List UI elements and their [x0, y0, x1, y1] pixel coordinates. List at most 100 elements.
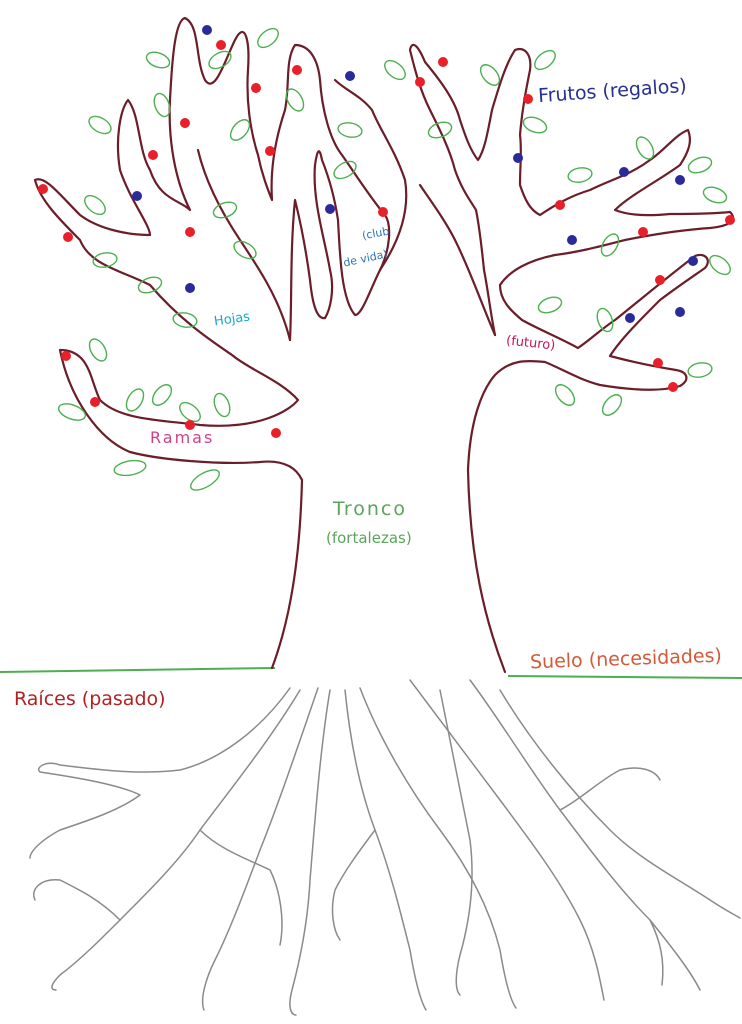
leaf: [88, 338, 108, 362]
label-tronco: Tronco: [333, 498, 407, 520]
root: [199, 829, 283, 946]
leaf: [709, 254, 731, 276]
root: [359, 687, 517, 1009]
leaf: [479, 64, 501, 86]
fruit-blue: [675, 307, 685, 317]
leaf: [567, 167, 593, 183]
leaf: [212, 201, 238, 219]
leaf: [233, 240, 257, 260]
root: [29, 687, 291, 859]
ground-line-right: [507, 675, 742, 679]
fruit-red: [251, 83, 261, 93]
label-ramas: Ramas: [150, 428, 215, 447]
leaf: [687, 156, 713, 174]
leaf: [687, 362, 713, 378]
leaf: [537, 296, 563, 314]
leaf: [384, 59, 406, 81]
fruit-red: [38, 184, 48, 194]
fruit-red: [668, 382, 678, 392]
fruit-red: [180, 118, 190, 128]
root: [469, 679, 701, 991]
fruit-red: [523, 94, 533, 104]
root: [51, 689, 301, 991]
branch-inner-2: [333, 78, 408, 272]
leaf: [113, 459, 147, 477]
leaf: [88, 115, 112, 135]
root: [559, 767, 661, 811]
leaf: [208, 50, 232, 70]
leaf: [57, 403, 87, 421]
root: [649, 919, 664, 986]
fruit-red: [63, 232, 73, 242]
leaf: [601, 394, 623, 416]
leaf: [145, 51, 171, 69]
fruit-red: [638, 227, 648, 237]
root: [33, 879, 121, 921]
trunk-right: [408, 43, 735, 674]
fruit-red: [90, 397, 100, 407]
leaf: [229, 119, 251, 141]
ground: [0, 667, 742, 679]
leaf: [179, 401, 201, 423]
roots: [29, 679, 741, 1016]
fruit-blue: [619, 167, 629, 177]
fruit-red: [653, 358, 663, 368]
root: [201, 687, 319, 1011]
leaf: [285, 88, 305, 112]
leaf: [635, 136, 655, 160]
leaf: [151, 384, 173, 406]
fruit-blue: [513, 153, 523, 163]
leaf: [190, 469, 220, 491]
ground-line-left: [0, 667, 276, 673]
fruit-red: [216, 40, 226, 50]
leaf: [702, 186, 728, 204]
fruit-red: [438, 57, 448, 67]
leaf: [600, 233, 620, 257]
leaf: [213, 392, 231, 418]
branch-inner-3: [418, 183, 497, 337]
leaf: [554, 384, 576, 406]
fruit-red: [185, 420, 195, 430]
fruit-blue: [132, 191, 142, 201]
fruit-blue: [202, 25, 212, 35]
root: [409, 679, 605, 1001]
root: [439, 689, 473, 996]
leaf: [84, 194, 106, 216]
leaf: [257, 27, 279, 49]
leaves: [57, 27, 731, 491]
fruits: [38, 25, 735, 438]
leaf: [153, 92, 171, 118]
label-fortalezas: (fortalezas): [326, 529, 412, 547]
leaf: [172, 312, 198, 328]
leaf: [534, 49, 556, 71]
fruit-blue: [625, 313, 635, 323]
root: [344, 689, 427, 1011]
fruit-red: [61, 351, 71, 361]
fruit-red: [378, 207, 388, 217]
leaf: [125, 388, 145, 412]
root: [499, 689, 741, 919]
fruit-red: [185, 227, 195, 237]
root: [289, 689, 331, 1016]
fruit-red: [292, 65, 302, 75]
fruit-blue: [675, 175, 685, 185]
trunk-left: [33, 16, 391, 670]
fruit-blue: [325, 204, 335, 214]
fruit-red: [555, 200, 565, 210]
label-raices: Raíces (pasado): [14, 688, 166, 710]
fruit-blue: [185, 283, 195, 293]
fruit-blue: [688, 256, 698, 266]
fruit-blue: [567, 235, 577, 245]
fruit-blue: [345, 71, 355, 81]
fruit-red: [655, 275, 665, 285]
leaf: [427, 121, 453, 139]
fruit-red: [725, 215, 735, 225]
leaf: [522, 116, 548, 134]
fruit-red: [148, 150, 158, 160]
fruit-red: [265, 146, 275, 156]
tree-outline: [33, 16, 735, 674]
leaf: [596, 307, 614, 333]
leaf: [337, 122, 363, 138]
branch-inner-1: [196, 148, 292, 342]
